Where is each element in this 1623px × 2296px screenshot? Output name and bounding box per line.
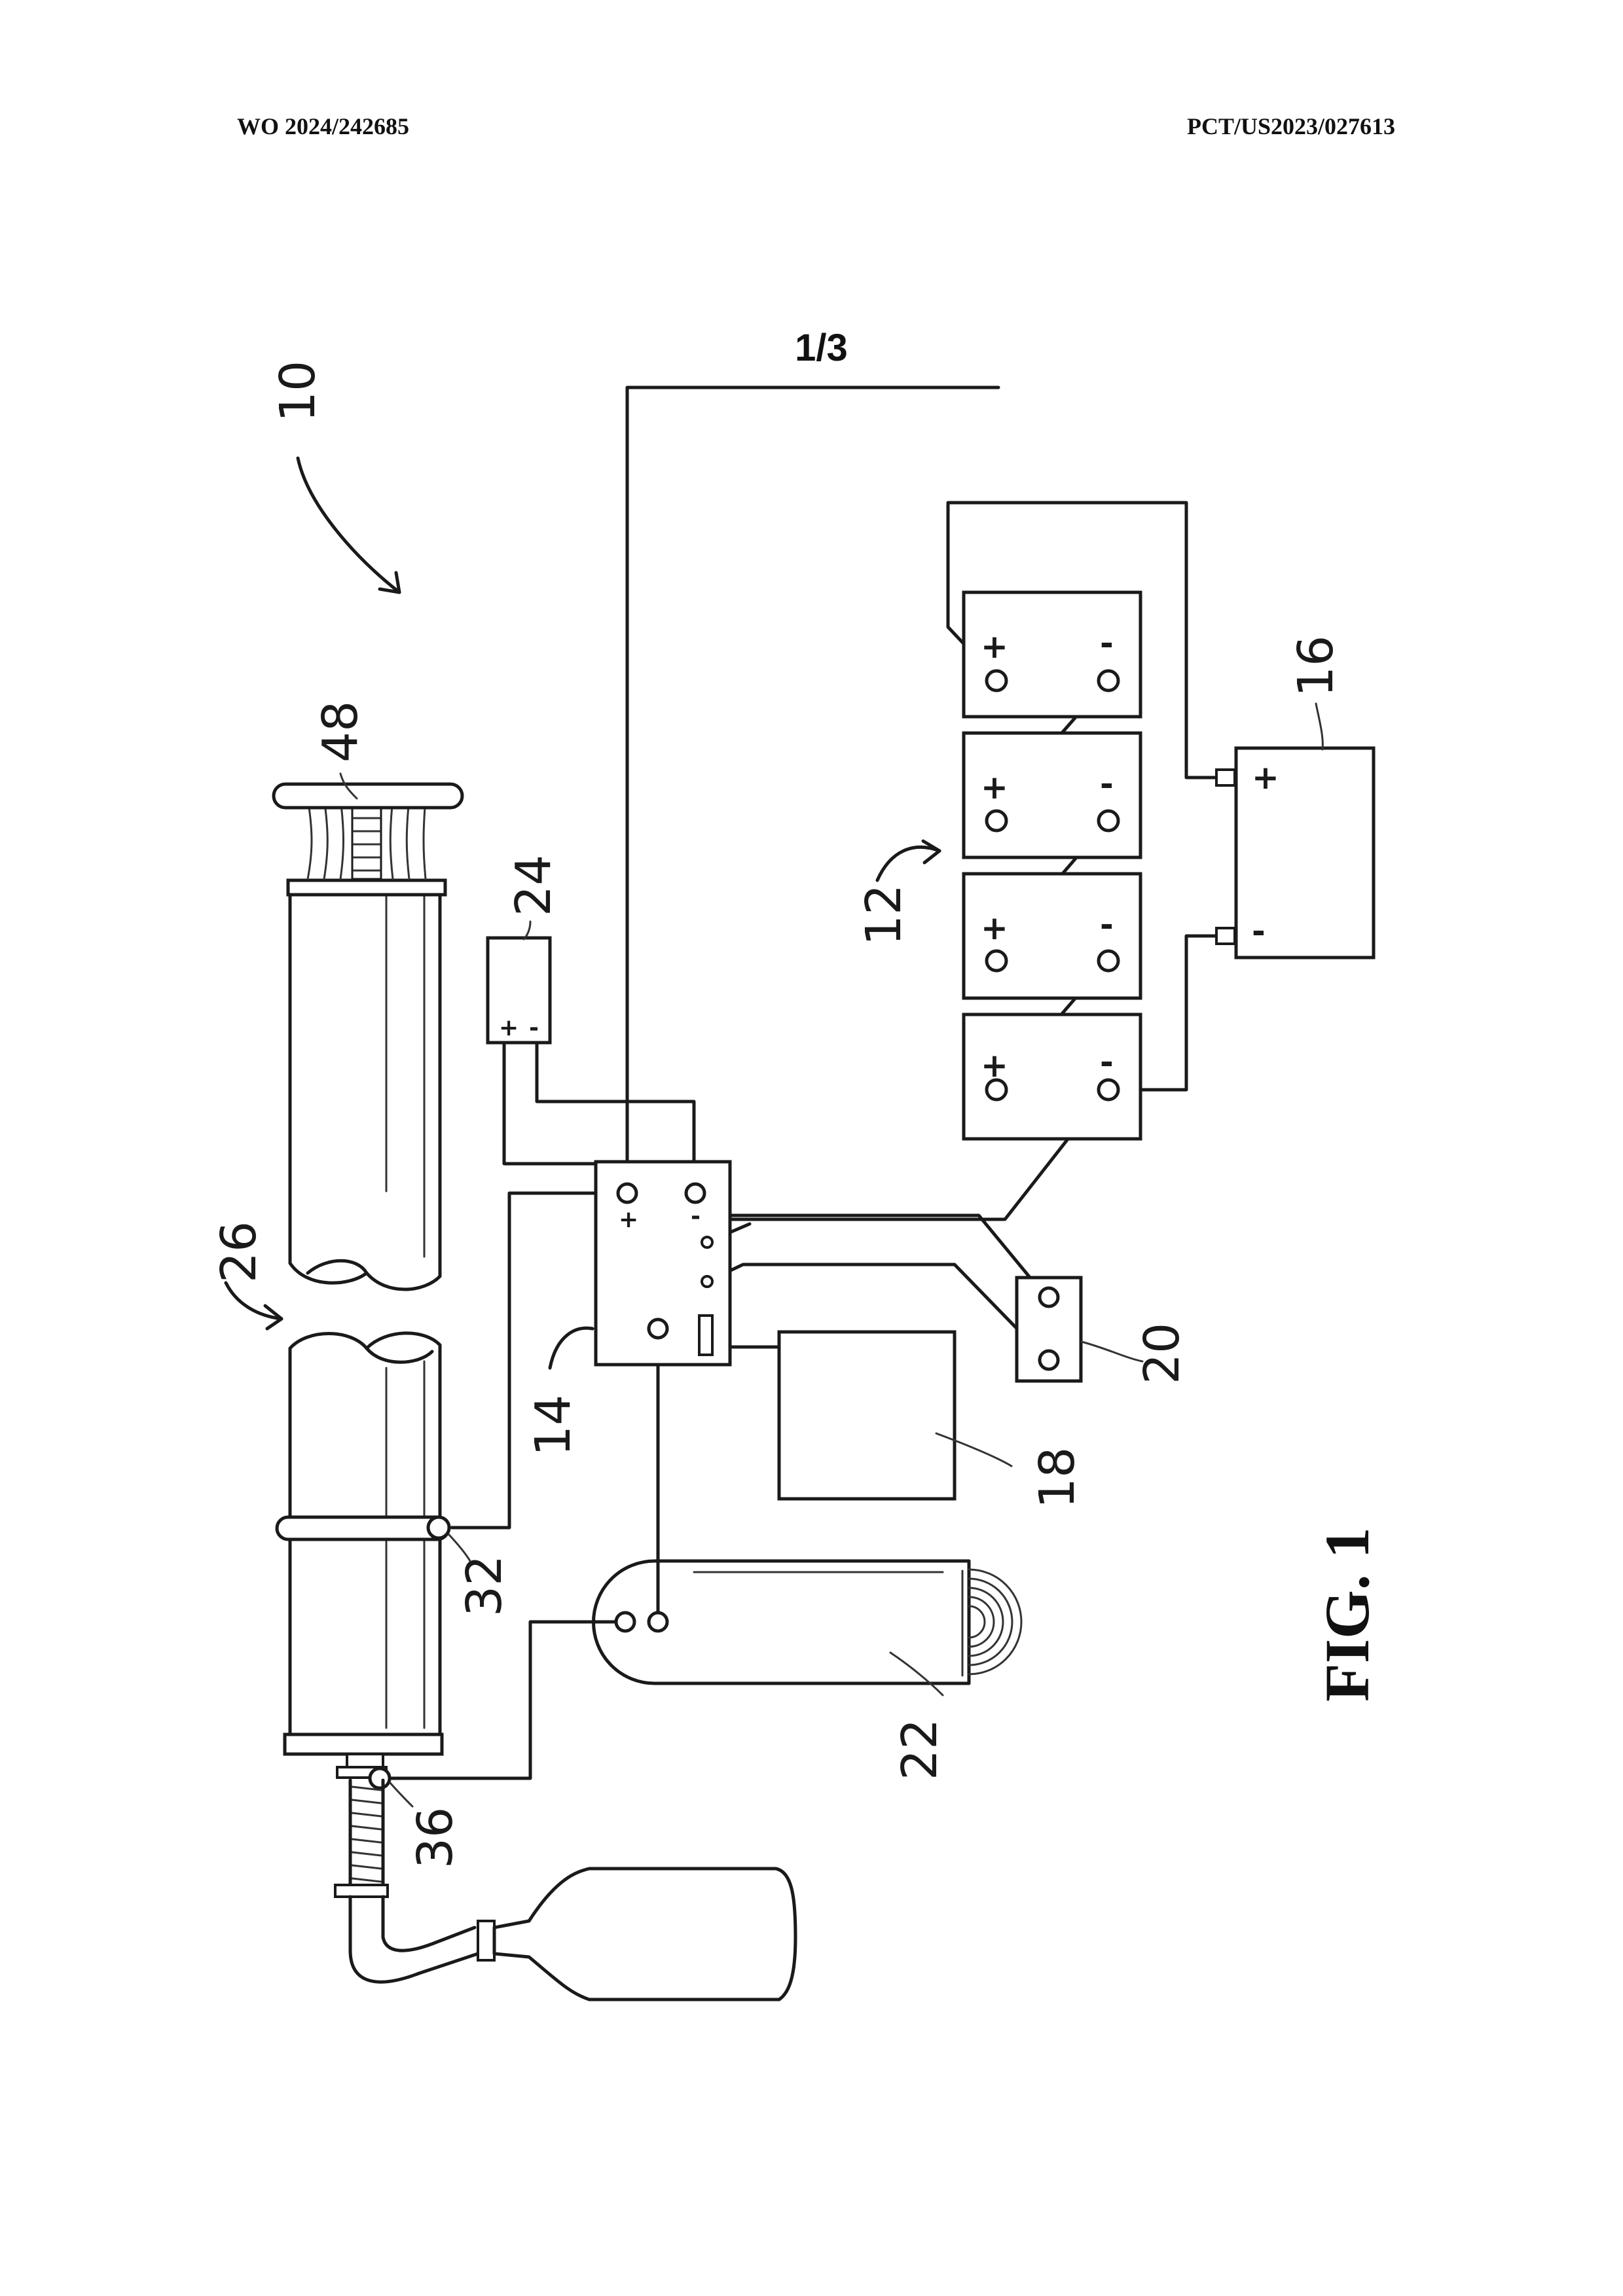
component-24: + -	[488, 938, 550, 1043]
bank-2-plus: +	[981, 768, 1008, 806]
controller-14: + -	[596, 1162, 730, 1365]
box-18	[779, 1332, 955, 1499]
bank-1-plus: +	[981, 628, 1008, 666]
controller-minus: -	[691, 1203, 701, 1230]
ref-18: 18	[1029, 1447, 1085, 1509]
clamp-36-terminal	[370, 1768, 390, 1788]
reference-numerals: 10 48 24 12 16 26 14 20 18 32 22 36	[211, 361, 1344, 1869]
pipe-26-upper	[274, 784, 462, 1289]
component-24-minus: -	[529, 1014, 539, 1041]
terminal-block-20	[1017, 1278, 1081, 1381]
ref-10: 10	[270, 361, 326, 422]
ref-36: 36	[407, 1807, 464, 1869]
bank-2-minus: -	[1100, 765, 1114, 803]
bank-3-plus: +	[981, 909, 1008, 947]
bank-4-plus: +	[981, 1047, 1008, 1085]
battery-16-plus: +	[1252, 759, 1279, 797]
ref-32: 32	[456, 1555, 513, 1617]
ref-12: 12	[856, 884, 912, 946]
ref-26: 26	[211, 1221, 267, 1283]
bank-3-minus: -	[1100, 906, 1114, 944]
clamp-32-band	[277, 1517, 448, 1539]
ref-22: 22	[892, 1719, 948, 1780]
ref-16: 16	[1288, 636, 1344, 697]
clamp-32-terminal	[428, 1517, 449, 1538]
figure-caption: FIG. 1	[1312, 1527, 1382, 1702]
battery-16: + -	[1216, 748, 1374, 958]
controller-plus: +	[619, 1206, 638, 1233]
bank-1-minus: -	[1100, 624, 1114, 662]
battery-16-minus: -	[1252, 912, 1266, 950]
bank-4-minus: -	[1100, 1043, 1114, 1081]
component-24-plus: +	[499, 1014, 519, 1041]
pipe-end-cap	[285, 1734, 442, 1754]
ref-24: 24	[505, 855, 562, 916]
ref-48: 48	[312, 701, 369, 762]
ref-20: 20	[1134, 1323, 1190, 1384]
ref-14: 14	[525, 1395, 581, 1456]
flange-48	[274, 784, 462, 808]
battery-bank-12: + - + - + - + -	[964, 592, 1140, 1139]
